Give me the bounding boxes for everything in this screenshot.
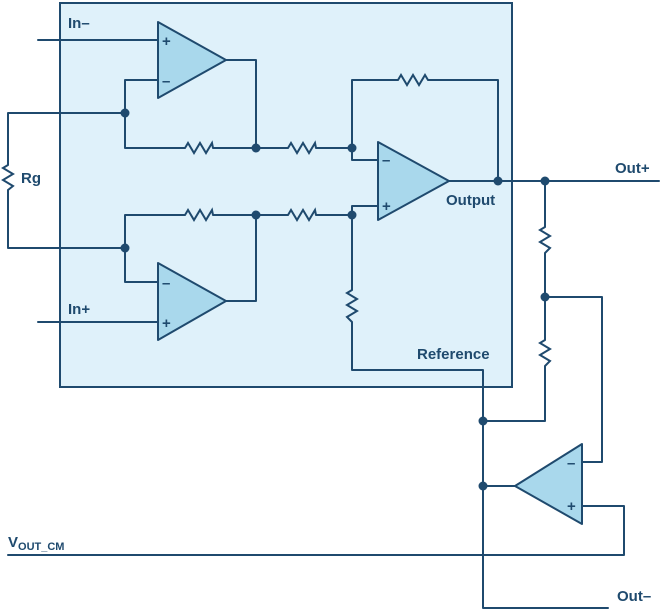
op-amp-output-plus: + (382, 198, 391, 215)
op-amp-top: + – (157, 21, 227, 99)
op-amp-top-plus: + (162, 33, 171, 50)
label-in-minus: In– (68, 15, 90, 32)
resistors (1, 73, 552, 367)
resistor-divider-upper (538, 226, 552, 254)
op-amp-common-mode: – + (514, 443, 583, 525)
resistor-bottom-mid (287, 207, 317, 222)
op-amp-cm-minus: – (567, 455, 575, 472)
resistor-divider-lower (538, 339, 552, 367)
label-out-minus: Out– (617, 588, 651, 605)
resistor-reference (345, 289, 359, 323)
resistor-top-gain (184, 140, 214, 155)
op-amp-bottom: – + (157, 262, 227, 341)
resistor-rg (1, 164, 15, 191)
in-amp-package (59, 2, 513, 388)
op-amp-bottom-minus: – (162, 275, 170, 292)
op-amp-bottom-plus: + (162, 315, 171, 332)
resistor-top-mid (287, 140, 317, 155)
label-vout-main: V (8, 534, 18, 551)
label-output: Output (446, 192, 495, 209)
junction-nodes (120, 108, 550, 491)
label-out-plus: Out+ (615, 160, 650, 177)
op-amp-cm-plus: + (567, 498, 576, 515)
op-amp-top-minus: – (162, 73, 170, 90)
label-vout-cm: VOUT_CM (8, 534, 64, 553)
resistor-top-feedback (397, 73, 429, 87)
label-in-plus: In+ (68, 301, 90, 318)
label-rg: Rg (21, 170, 41, 187)
label-vout-subscript: OUT_CM (18, 541, 64, 553)
resistor-bottom-gain (184, 207, 214, 222)
op-amp-output-minus: – (382, 152, 390, 169)
label-reference: Reference (417, 346, 490, 363)
op-amp-output: – + (377, 141, 450, 221)
